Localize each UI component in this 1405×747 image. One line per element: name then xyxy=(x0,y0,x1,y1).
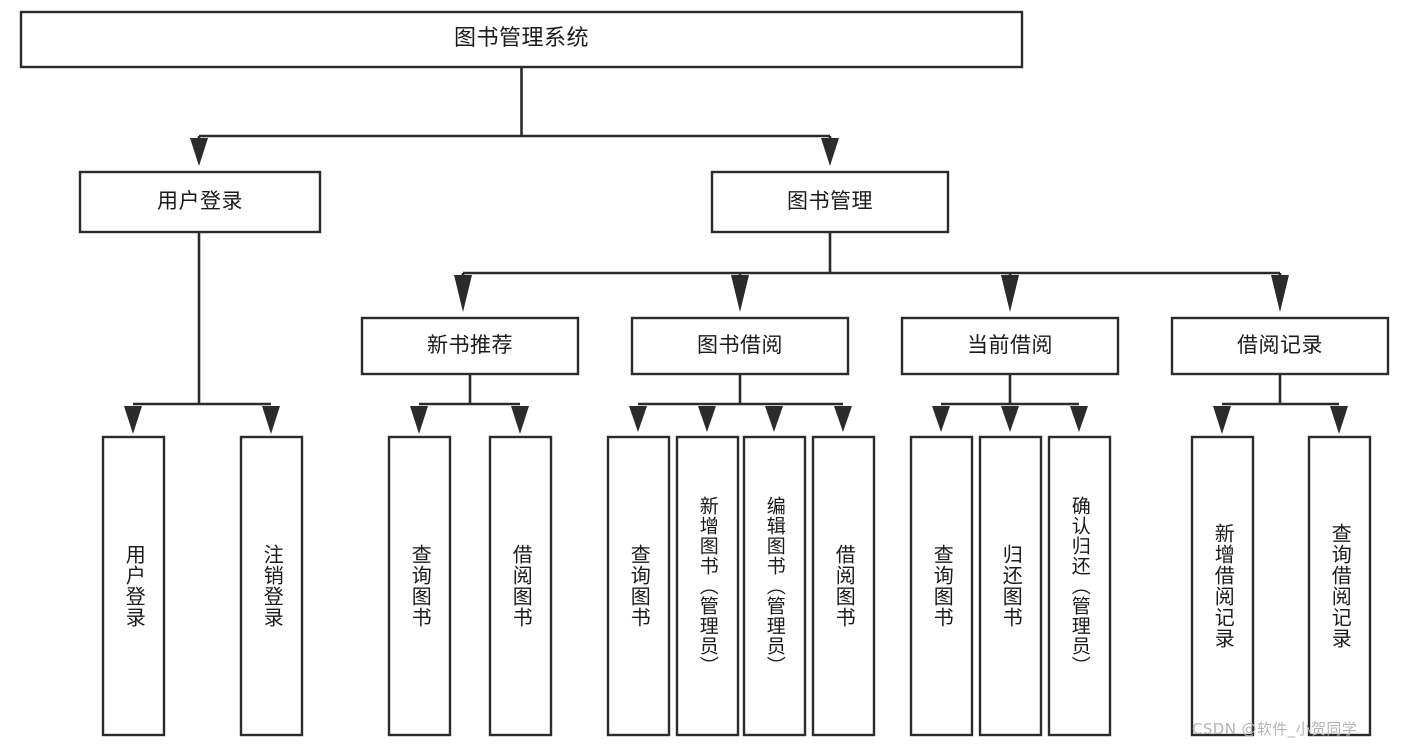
arrow-head-new-book-recommend xyxy=(454,275,472,312)
arrow-head-leaf-query-book-3 xyxy=(932,406,950,432)
connector-group-current-borrow xyxy=(932,374,1088,432)
arrow-head-leaf-user-logout xyxy=(262,406,280,434)
arrow-head-borrow-record xyxy=(1271,275,1289,312)
node-box-leaf-query-book-1[interactable] xyxy=(387,435,452,737)
arrow-head-user-login xyxy=(190,138,208,166)
node-box-leaf-query-record[interactable] xyxy=(1307,435,1372,737)
arrow-head-book-borrow xyxy=(731,275,749,312)
node-box-leaf-add-record[interactable] xyxy=(1190,435,1255,737)
connector-group-book-manage xyxy=(454,232,1289,312)
node-box-leaf-query-book-2[interactable] xyxy=(606,435,671,737)
node-box-leaf-confirm-return[interactable] xyxy=(1047,435,1112,737)
arrow-head-leaf-query-record xyxy=(1330,406,1348,434)
arrow-head-leaf-query-book-2 xyxy=(629,406,647,432)
node-box-book-borrow[interactable] xyxy=(630,316,850,376)
node-box-leaf-user-logout[interactable] xyxy=(239,435,304,737)
arrow-head-leaf-borrow-book-1 xyxy=(511,406,529,434)
node-box-leaf-edit-book[interactable] xyxy=(742,435,807,737)
connector-group-borrow-record xyxy=(1213,374,1348,434)
connector-group-root xyxy=(190,67,839,166)
node-box-book-manage[interactable] xyxy=(710,170,950,234)
node-box-borrow-record[interactable] xyxy=(1170,316,1390,376)
node-box-leaf-borrow-book-1[interactable] xyxy=(488,435,553,737)
arrow-head-leaf-user-login xyxy=(124,406,142,434)
arrow-head-leaf-add-record xyxy=(1213,406,1231,434)
connector-group-book-borrow xyxy=(629,374,852,432)
arrow-head-current-borrow xyxy=(1001,275,1019,312)
arrow-head-leaf-borrow-book-2 xyxy=(834,406,852,432)
arrow-head-leaf-add-book xyxy=(698,406,716,432)
node-box-root[interactable] xyxy=(19,10,1024,69)
node-box-leaf-add-book[interactable] xyxy=(675,435,740,737)
arrow-head-leaf-query-book-1 xyxy=(410,406,428,434)
node-box-leaf-borrow-book-2[interactable] xyxy=(811,435,876,737)
node-box-new-book-recommend[interactable] xyxy=(360,316,580,376)
arrow-head-book-manage xyxy=(821,138,839,166)
watermark-text: CSDN @软件_小贺同学 xyxy=(1192,720,1358,738)
connector-group-new-book-recommend xyxy=(410,374,529,434)
arrow-head-leaf-confirm-return xyxy=(1070,406,1088,432)
node-box-leaf-return-book[interactable] xyxy=(978,435,1043,737)
connector-group-user-login xyxy=(124,232,280,434)
node-box-user-login[interactable] xyxy=(78,170,322,234)
node-box-leaf-user-login[interactable] xyxy=(101,435,166,737)
arrow-head-leaf-edit-book xyxy=(765,406,783,432)
node-box-current-borrow[interactable] xyxy=(900,316,1120,376)
node-box-leaf-query-book-3[interactable] xyxy=(909,435,974,737)
arrow-head-leaf-return-book xyxy=(1001,406,1019,432)
